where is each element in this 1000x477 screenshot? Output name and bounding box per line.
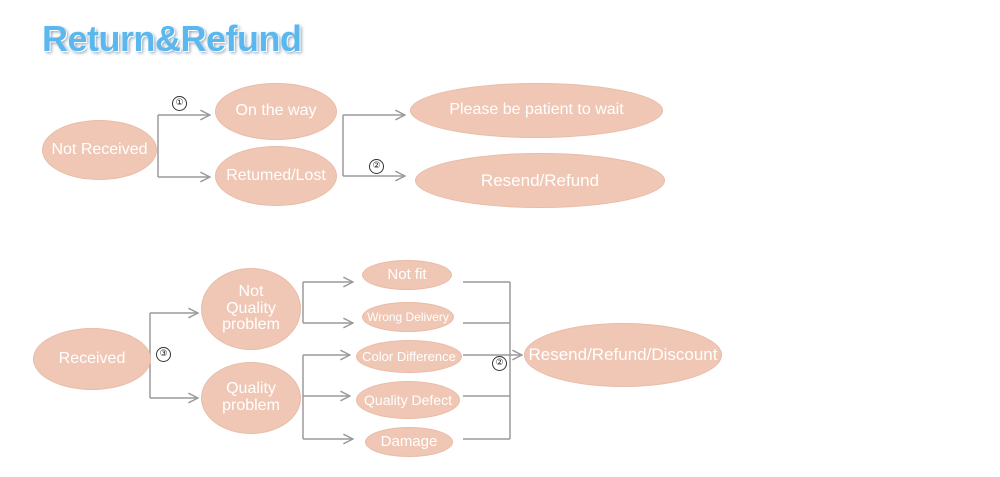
node-received: Received xyxy=(33,328,151,390)
node-not-fit: Not fit xyxy=(362,260,452,290)
step-marker-2-top: ② xyxy=(369,159,384,174)
node-quality-defect: Quality Defect xyxy=(356,381,460,419)
node-returned-lost: Retumed/Lost xyxy=(215,146,337,206)
node-on-the-way: On the way xyxy=(215,83,337,140)
node-not-quality-problem: Not Quality problem xyxy=(201,268,301,350)
node-please-wait: Please be patient to wait xyxy=(410,83,663,138)
page-title: Return&Refund xyxy=(42,18,302,59)
node-resend-refund-discount: Resend/Refund/Discount xyxy=(524,323,722,387)
step-marker-2-bottom: ② xyxy=(492,356,507,371)
node-quality-problem: Quality problem xyxy=(201,362,301,434)
step-marker-1: ① xyxy=(172,96,187,111)
node-damage: Damage xyxy=(365,427,453,457)
node-not-received: Not Received xyxy=(42,120,157,180)
node-resend-refund: Resend/Refund xyxy=(415,153,665,208)
step-marker-3: ③ xyxy=(156,347,171,362)
node-color-difference: Color Difference xyxy=(356,340,462,373)
node-wrong-delivery: Wrong Delivery xyxy=(362,302,454,332)
